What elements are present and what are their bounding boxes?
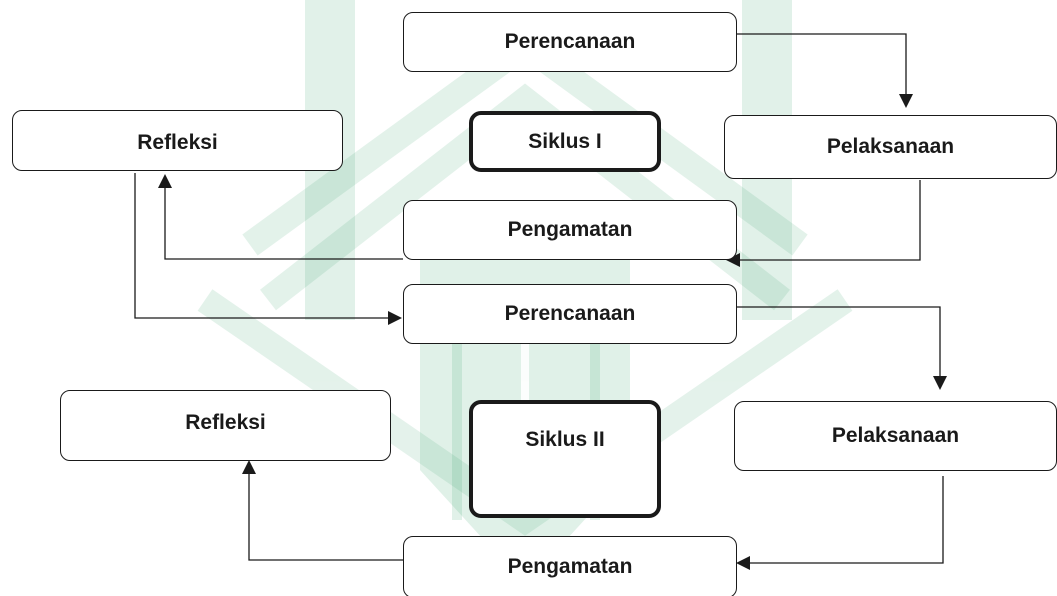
box-label: Refleksi — [137, 131, 218, 154]
box-siklus-1: Siklus I — [469, 111, 661, 172]
box-pengamatan-2: Pengamatan — [403, 536, 737, 596]
box-pengamatan-1: Pengamatan — [403, 200, 737, 260]
box-label: Perencanaan — [504, 302, 636, 325]
box-label: Pelaksanaan — [826, 135, 955, 158]
box-pelaksanaan-1: Pelaksanaan — [724, 115, 1057, 179]
arrow-pengamatan1-to-refleksi1 — [164, 186, 403, 260]
arrow-pelaksanaan1-to-pengamatan1 — [738, 180, 921, 261]
box-perencanaan-2: Perencanaan — [403, 284, 737, 344]
arrowhead-down — [933, 376, 947, 390]
box-label: Perencanaan — [504, 30, 636, 53]
arrowhead-left — [726, 253, 740, 267]
arrow-pengamatan2-to-refleksi2 — [248, 472, 403, 561]
arrow-perencanaan1-to-pelaksanaan1 — [737, 33, 907, 96]
arrow-pelaksanaan2-to-pengamatan2 — [748, 476, 944, 564]
arrow-perencanaan2-to-pelaksanaan2 — [737, 306, 941, 378]
box-label: Siklus II — [525, 428, 605, 451]
arrow-refleksi1-to-perencanaan2 — [134, 173, 390, 319]
box-label: Pengamatan — [507, 218, 633, 241]
box-refleksi-2: Refleksi — [60, 390, 391, 461]
arrowhead-right — [388, 311, 402, 325]
box-refleksi-1: Refleksi — [12, 110, 343, 171]
box-label: Pengamatan — [507, 555, 633, 578]
arrowhead-up — [242, 460, 256, 474]
arrowhead-down — [899, 94, 913, 108]
arrowhead-left — [736, 556, 750, 570]
box-label: Pelaksanaan — [831, 424, 960, 447]
box-siklus-2: Siklus II — [469, 400, 661, 518]
box-pelaksanaan-2: Pelaksanaan — [734, 401, 1057, 471]
box-label: Refleksi — [185, 411, 266, 434]
arrowhead-up — [158, 174, 172, 188]
box-label: Siklus I — [528, 129, 602, 153]
box-perencanaan-1: Perencanaan — [403, 12, 737, 72]
